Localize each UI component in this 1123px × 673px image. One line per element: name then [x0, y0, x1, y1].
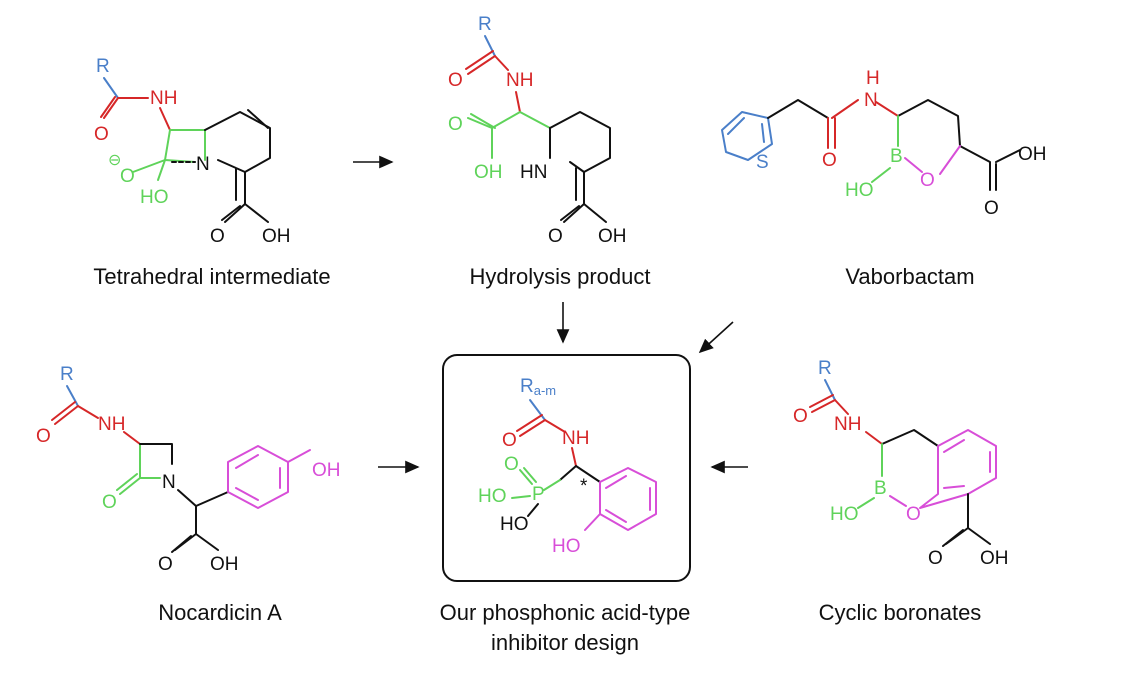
- label-ho: HO: [140, 187, 169, 208]
- label-o: O: [928, 548, 943, 569]
- label-o: O: [906, 504, 921, 525]
- label-r: R: [60, 364, 74, 385]
- caption-vaborbactam: Vaborbactam: [845, 264, 975, 289]
- caption-design-line1: Our phosphonic acid-type: [439, 600, 691, 625]
- label-o: O: [448, 114, 463, 135]
- cyclic-boronates-structure: R O NH B HO O O OH: [793, 358, 1009, 569]
- label-oh: OH: [598, 226, 627, 247]
- label-o: O: [448, 70, 463, 91]
- label-ho: HO: [478, 486, 507, 507]
- nocardicin-a-structure: R O NH O N O OH OH: [36, 364, 341, 575]
- label-nh: NH: [150, 88, 177, 109]
- label-oh: OH: [262, 226, 291, 247]
- label-o: O: [502, 430, 517, 451]
- label-o: O: [504, 454, 519, 475]
- label-nh: NH: [98, 414, 125, 435]
- label-r: R: [478, 14, 492, 35]
- label-n: N: [162, 472, 176, 493]
- arrow-vaborbactam-to-design: [698, 321, 734, 354]
- label-ho: HO: [830, 504, 859, 525]
- label-b: B: [890, 146, 903, 167]
- tetrahedral-intermediate-structure: R O NH ⊖ O HO N O OH: [94, 56, 291, 247]
- label-r: R: [818, 358, 832, 379]
- label-hn: HN: [520, 162, 547, 183]
- label-h: H: [866, 68, 880, 89]
- inhibitor-design-structure: Ra-m O NH * P O HO HO HO: [478, 376, 657, 557]
- label-ho: HO: [552, 536, 581, 557]
- label-oh: OH: [1018, 144, 1047, 165]
- label-ho: HO: [845, 180, 874, 201]
- label-oh: OH: [312, 460, 341, 481]
- label-star: *: [580, 476, 588, 497]
- caption-cyclic-boronates: Cyclic boronates: [818, 600, 982, 625]
- label-o: O: [94, 124, 109, 145]
- label-s: S: [756, 152, 769, 173]
- vaborbactam-structure: S O H N B HO O OH O: [721, 68, 1047, 219]
- label-nh: NH: [506, 70, 533, 91]
- label-o: O: [36, 426, 51, 447]
- label-o: O: [158, 554, 173, 575]
- design-box: [442, 354, 691, 582]
- label-minus: ⊖: [108, 152, 121, 169]
- label-r-am-base: R: [520, 376, 534, 397]
- label-ho: HO: [500, 514, 529, 535]
- label-oh: OH: [474, 162, 503, 183]
- label-o-minus: O: [120, 166, 135, 187]
- label-oh: OH: [980, 548, 1009, 569]
- label-n: N: [864, 90, 878, 111]
- caption-tetrahedral-intermediate: Tetrahedral intermediate: [93, 264, 331, 289]
- label-p: P: [532, 484, 545, 505]
- caption-nocardicin-a: Nocardicin A: [158, 600, 282, 625]
- label-o: O: [793, 406, 808, 427]
- label-r-am-sub: a-m: [534, 383, 556, 398]
- label-n: N: [196, 154, 210, 175]
- label-nh: NH: [834, 414, 861, 435]
- label-oh: OH: [210, 554, 239, 575]
- label-o: O: [984, 198, 999, 219]
- hydrolysis-product-structure: R O NH O OH HN O OH: [448, 14, 627, 247]
- label-o: O: [548, 226, 563, 247]
- label-r: R: [96, 56, 110, 77]
- label-o: O: [822, 150, 837, 171]
- caption-design-line2: inhibitor design: [491, 630, 639, 655]
- label-b: B: [874, 478, 887, 499]
- label-o: O: [210, 226, 225, 247]
- label-r-am: Ra-m: [520, 376, 556, 398]
- label-o: O: [920, 170, 935, 191]
- label-o: O: [102, 492, 117, 513]
- caption-hydrolysis-product: Hydrolysis product: [469, 264, 651, 289]
- label-nh: NH: [562, 428, 589, 449]
